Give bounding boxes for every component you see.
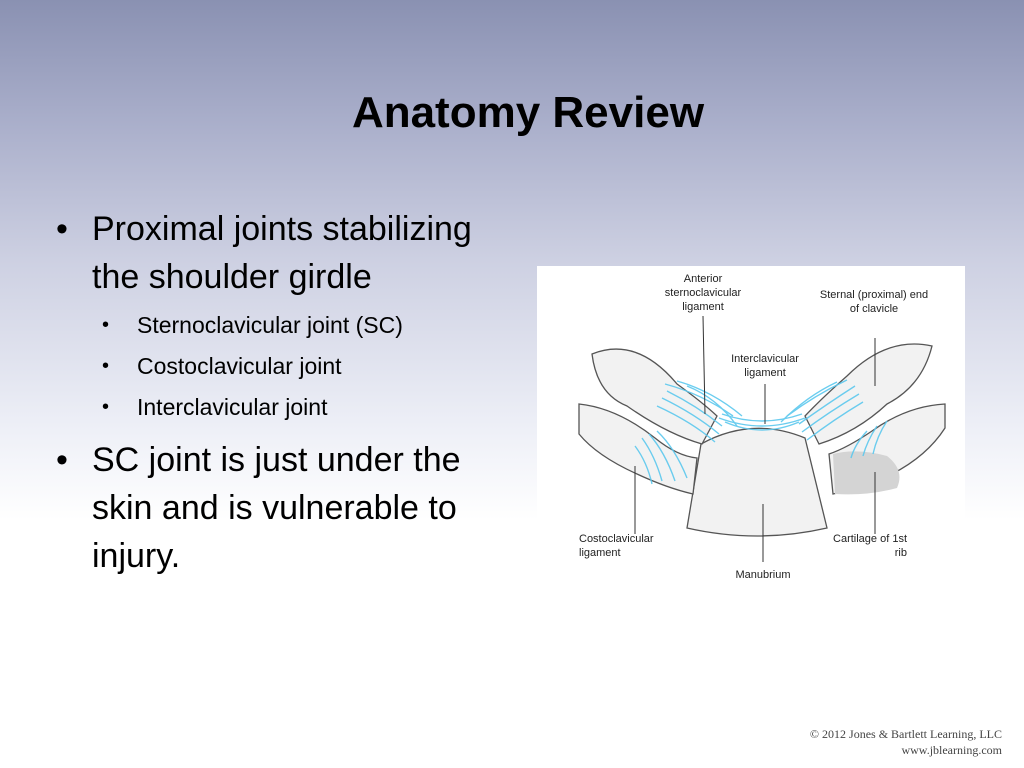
costoclavicular-ligament [634, 445, 653, 485]
bullet-glyph: • [102, 355, 110, 377]
left-sc-ligament [661, 397, 720, 435]
bullet-list: • Proximal joints stabilizing the should… [52, 205, 522, 580]
bullet-item: • Proximal joints stabilizing the should… [52, 205, 522, 301]
copyright-text: © 2012 Jones & Bartlett Learning, LLC [809, 727, 1002, 741]
right-sc-ligament [801, 393, 860, 433]
slide-title: Anatomy Review [351, 88, 705, 137]
right-costoclavicular-ligament [872, 420, 888, 455]
bullet-text: SC joint is just under the skin and is v… [92, 441, 461, 575]
sub-bullet-list: • Sternoclavicular joint (SC) • Costocla… [52, 305, 522, 428]
joint-drawing [578, 315, 946, 562]
right-sc-ligament [806, 401, 864, 441]
leader-line [702, 315, 706, 415]
sub-bullet-text: Costoclavicular joint [137, 353, 342, 379]
left-sc-ligament [656, 405, 716, 443]
copyright-notice: © 2012 Jones & Bartlett Learning, LLC ww… [810, 726, 1002, 758]
manubrium-bone [686, 427, 828, 537]
left-sc-ligament [676, 380, 743, 417]
bullet-glyph: • [102, 396, 110, 418]
sub-bullet-item: • Sternoclavicular joint (SC) [52, 305, 522, 346]
left-sc-ligament [664, 383, 734, 417]
sub-bullet-item: • Interclavicular joint [52, 387, 522, 428]
label-cartilage-1st-rib: Cartilage of 1st rib [833, 533, 907, 559]
interclavicular-ligament [721, 413, 803, 422]
costoclavicular-ligament [648, 433, 676, 482]
interclavicular-ligament [724, 421, 800, 431]
bullet-text: Proximal joints stabilizing the shoulder… [92, 210, 472, 296]
right-sc-ligament [780, 381, 838, 423]
bullet-glyph: • [56, 210, 68, 248]
rib-cartilage [833, 451, 900, 495]
label-anterior-sc-ligament: Anterior sternoclavicular ligament [664, 273, 742, 313]
label-manubrium: Manubrium [735, 569, 791, 581]
sub-bullet-text: Interclavicular joint [137, 394, 328, 420]
left-sc-ligament [666, 390, 723, 427]
right-costoclavicular-ligament [850, 430, 868, 459]
website-text: www.jblearning.com [901, 743, 1002, 757]
right-sc-ligament [798, 385, 856, 425]
bullet-item: • SC joint is just under the skin and is… [52, 436, 522, 580]
label-costoclavicular-ligament: Costoclavicular ligament [579, 533, 654, 559]
sub-bullet-item: • Costoclavicular joint [52, 346, 522, 387]
bullet-glyph: • [102, 314, 110, 336]
left-sc-ligament [686, 385, 738, 427]
label-interclavicular-ligament: Interclavicular ligament [731, 353, 799, 379]
left-rib-bone [578, 403, 698, 495]
right-costoclavicular-ligament [862, 425, 878, 457]
interclavicular-ligament [718, 417, 806, 427]
sternoclavicular-joint-illustration: Anterior sternoclavicular ligament Stern… [537, 266, 965, 586]
costoclavicular-ligament [641, 437, 663, 482]
costoclavicular-ligament [656, 430, 688, 479]
bullet-glyph: • [56, 441, 68, 479]
sub-bullet-text: Sternoclavicular joint (SC) [137, 312, 403, 338]
label-sternal-end: Sternal (proximal) end of clavicle [819, 289, 929, 315]
